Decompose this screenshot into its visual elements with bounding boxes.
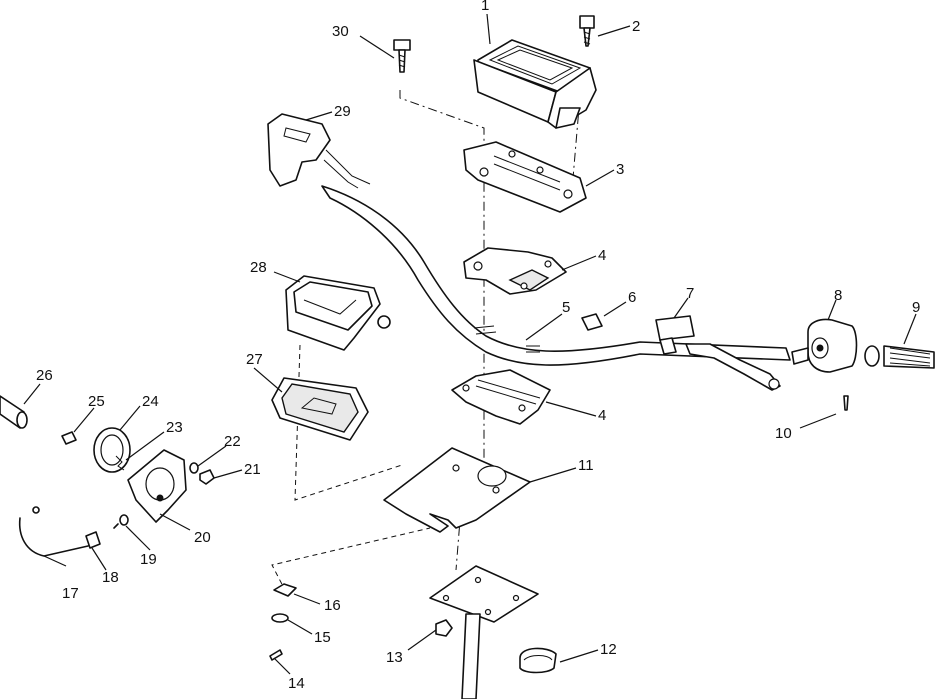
part-11-mounting-plate xyxy=(383,447,531,533)
callout-4-upper: 4 xyxy=(598,247,606,264)
callout-7: 7 xyxy=(686,285,694,302)
part-18-socket xyxy=(85,531,101,549)
part-21-nut xyxy=(199,469,215,485)
callout-22: 22 xyxy=(224,433,241,450)
part-12-clamp xyxy=(519,647,557,674)
part-3-upper-clamp-plate xyxy=(463,141,587,213)
callout-11: 11 xyxy=(578,457,594,474)
callout-8: 8 xyxy=(834,287,842,304)
part-20-headlight-housing xyxy=(127,449,187,523)
part-19-bulb xyxy=(113,514,129,529)
callout-25: 25 xyxy=(88,393,105,410)
part-22-washer xyxy=(189,462,199,474)
callout-28: 28 xyxy=(250,259,267,276)
part-27-speedometer-housing xyxy=(271,377,369,441)
callout-26: 26 xyxy=(36,367,53,384)
callout-3: 3 xyxy=(616,161,624,178)
part-30-bolt xyxy=(393,39,411,73)
callout-labels: 1 2 3 4 4 5 6 7 8 9 10 11 12 13 14 15 16… xyxy=(36,0,920,692)
callout-14: 14 xyxy=(288,675,305,692)
callout-19: 19 xyxy=(140,551,157,568)
part-1-handlebar-pad xyxy=(473,39,597,129)
callout-12: 12 xyxy=(600,641,617,658)
callout-30: 30 xyxy=(332,23,349,40)
callout-20: 20 xyxy=(194,529,211,546)
callout-23: 23 xyxy=(166,419,183,436)
callout-21: 21 xyxy=(244,461,261,478)
callout-9: 9 xyxy=(912,299,920,316)
callout-24: 24 xyxy=(142,393,159,410)
steering-post xyxy=(429,565,539,699)
part-4-lower-clamp xyxy=(451,369,551,425)
callout-27: 27 xyxy=(246,351,263,368)
part-14-pin xyxy=(269,649,283,661)
callout-18: 18 xyxy=(102,569,119,586)
part-4-upper-clamp xyxy=(463,247,567,295)
callout-16: 16 xyxy=(324,597,341,614)
part-24-bezel-ring xyxy=(93,427,131,473)
callout-5: 5 xyxy=(562,299,570,316)
part-26-tube xyxy=(0,395,28,429)
part-8-throttle-housing xyxy=(791,318,858,373)
part-7-brake-lever xyxy=(655,315,781,391)
part-10-screw xyxy=(843,395,849,411)
part-15-washer xyxy=(271,613,289,623)
callout-29: 29 xyxy=(334,103,351,120)
callout-6: 6 xyxy=(628,289,636,306)
part-16-key xyxy=(273,583,297,597)
part-25-screw xyxy=(61,431,77,445)
callout-4-lower: 4 xyxy=(598,407,606,424)
callout-2: 2 xyxy=(632,18,640,35)
part-29-switch-housing xyxy=(267,113,371,189)
part-2-screw xyxy=(579,15,595,47)
part-6-block xyxy=(581,313,603,331)
callout-1: 1 xyxy=(481,0,489,14)
callout-13: 13 xyxy=(386,649,403,666)
callout-15: 15 xyxy=(314,629,331,646)
callout-10: 10 xyxy=(775,425,792,442)
callout-17: 17 xyxy=(62,585,79,602)
part-13-nut xyxy=(435,619,453,637)
part-28-speedometer xyxy=(285,275,391,351)
leader-lines xyxy=(23,13,917,675)
part-9-grip xyxy=(864,345,935,369)
part-23-spring xyxy=(115,455,125,471)
part-17-wire xyxy=(18,506,89,557)
